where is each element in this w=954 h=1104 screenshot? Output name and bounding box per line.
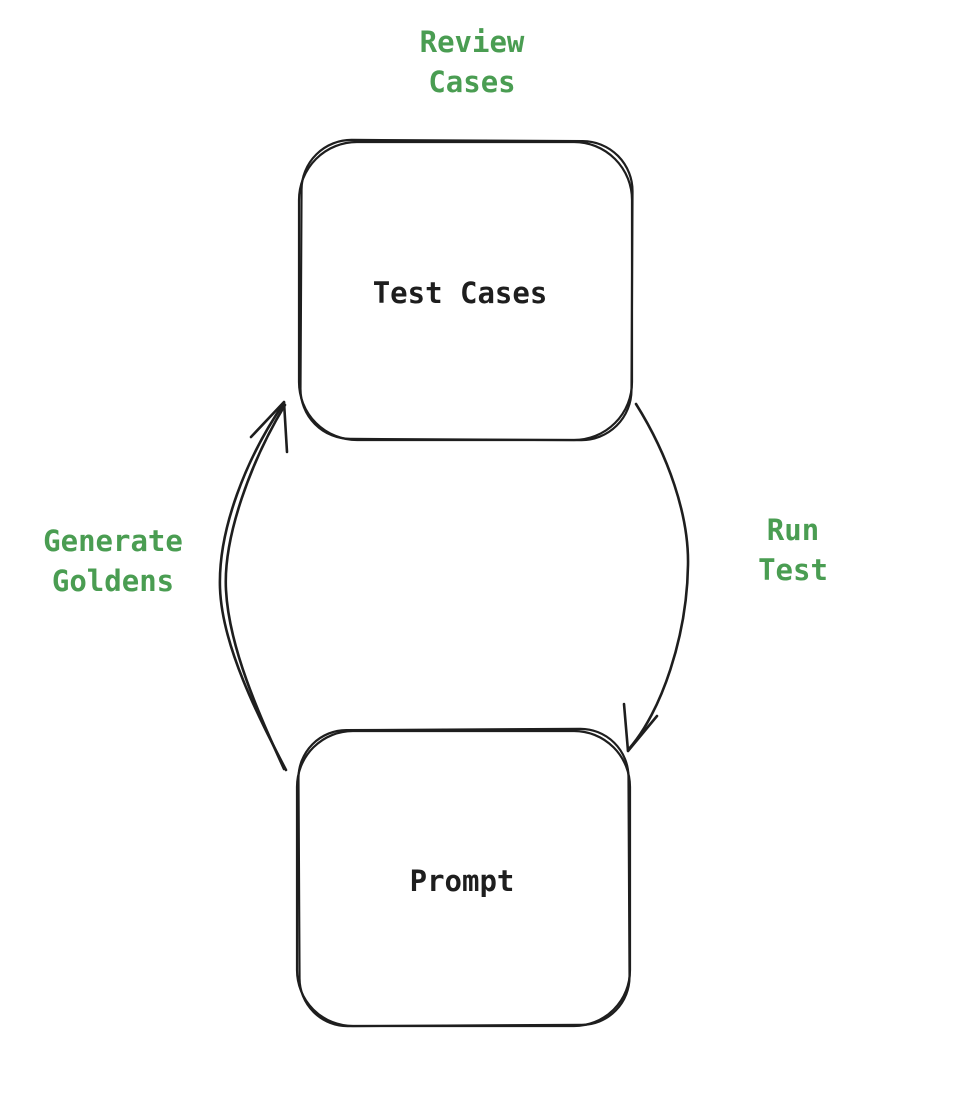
generate-goldens-arrow-line: [218, 401, 288, 772]
node-label-test-cases: Test Cases: [372, 276, 548, 310]
run-test-arrow: [622, 402, 690, 753]
edge-label-generate-goldens: Generate Goldens: [43, 524, 183, 598]
generate-goldens-arrow: [218, 400, 289, 772]
test-cases-box: [297, 138, 634, 442]
prompt-box-outline-2: [297, 727, 631, 1028]
run-test-arrow-line: [626, 402, 690, 752]
generate-goldens-arrowhead: [249, 400, 289, 454]
annotation-review-cases: Review Cases: [419, 25, 525, 99]
edge-label-run-test: Run Test: [758, 513, 828, 587]
test-cases-box-outline-2: [299, 138, 634, 442]
node-label-prompt: Prompt: [409, 864, 515, 898]
prompt-box: [295, 727, 632, 1028]
generate-goldens-arrow-line-2: [224, 403, 287, 771]
run-test-arrowhead: [622, 702, 659, 753]
